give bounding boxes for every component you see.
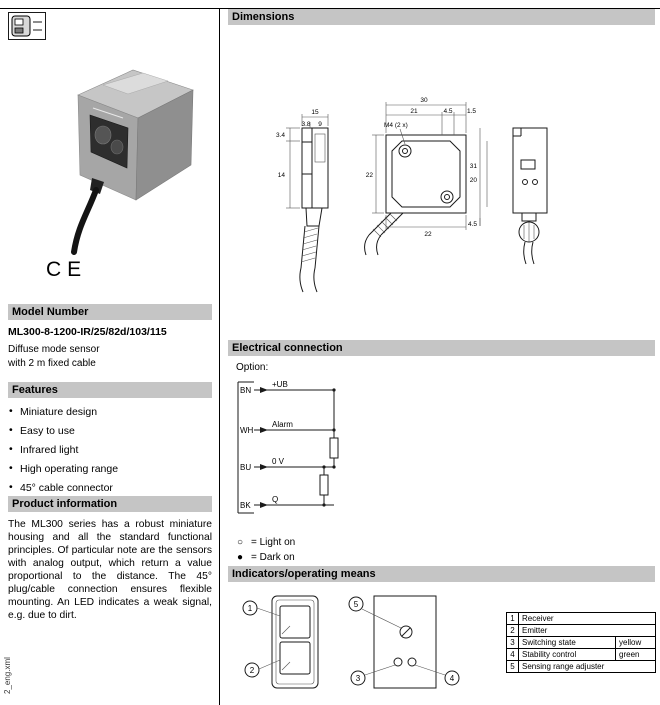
model-number-value: ML300-8-1200-IR/25/82d/103/115	[8, 326, 167, 338]
product-photo	[71, 69, 194, 255]
dim-label: 14	[278, 172, 286, 179]
table-cell-value: green	[615, 648, 656, 661]
table-cell-label: Receiver	[518, 612, 656, 625]
wire-bn: BN +UB	[240, 380, 334, 395]
load-resistors	[319, 388, 339, 507]
table-cell-num: 5	[506, 660, 519, 673]
table-cell-num: 1	[506, 612, 519, 625]
ce-mark: CE	[46, 258, 88, 281]
legend-dark-on: ● = Dark on	[237, 550, 295, 565]
callout-1: 1	[248, 604, 253, 613]
switching-legend: ○ = Light on ● = Dark on	[237, 535, 295, 565]
dim-label: 1.5	[467, 108, 476, 115]
wire-bu: BU 0 V	[240, 457, 334, 472]
feature-item: High operating range	[8, 462, 212, 475]
table-cell-label: Stability control	[518, 648, 616, 661]
lens-face-drawing	[271, 595, 319, 689]
callout-2: 2	[250, 666, 255, 675]
dim-label: 3.4	[276, 132, 285, 139]
dim-label: 22	[366, 172, 374, 179]
side-view: 15 3.8 9 3.4 14	[276, 109, 329, 293]
dim-label: 15	[311, 109, 319, 116]
callout-5: 5	[354, 600, 359, 609]
feature-item: 45° cable connector	[8, 481, 212, 494]
callout-2-circle	[244, 662, 260, 678]
wire-label: Alarm	[272, 420, 293, 429]
model-number-header: Model Number	[8, 304, 212, 320]
electrical-connection-header: Electrical connection	[228, 340, 655, 356]
dim-label: 22	[424, 231, 432, 238]
dim-label: 4.5	[443, 108, 452, 115]
callout-4-circle	[444, 670, 460, 686]
electrical-option-label: Option:	[236, 362, 269, 373]
height-dims: 31 20 4.5	[468, 128, 488, 228]
light-on-icon: ○	[237, 537, 244, 548]
table-row: 1 Receiver	[506, 612, 656, 625]
model-description-2: with 2 m fixed cable	[8, 358, 96, 369]
top-rule	[0, 8, 660, 9]
dim-label: 4.5	[468, 221, 477, 228]
feature-item: Infrared light	[8, 443, 212, 456]
feature-item: Miniature design	[8, 405, 212, 418]
product-information-header: Product information	[8, 496, 212, 512]
legend-light-on: ○ = Light on	[237, 535, 295, 550]
table-row: 3 Switching state yellow	[506, 636, 656, 649]
indicators-header: Indicators/operating means	[228, 566, 655, 582]
indicator-table: 1 Receiver 2 Emitter 3 Switching state y…	[506, 612, 656, 673]
table-row: 2 Emitter	[506, 624, 656, 637]
table-cell-value: yellow	[615, 636, 656, 649]
callout-3-circle	[350, 670, 366, 686]
wire-abbr: WH	[240, 426, 254, 435]
wire-bk: BK Q	[240, 495, 334, 510]
features-list: Miniature design Easy to use Infrared li…	[8, 405, 212, 501]
table-cell-label: Sensing range adjuster	[518, 660, 656, 673]
wire-label: Q	[272, 495, 278, 504]
front-view: 30 21 4.5 1.5 M4 (2 x) 22 22	[364, 97, 476, 256]
dim-label: 9	[318, 121, 322, 128]
document-side-label: 2_eng.xml	[3, 657, 12, 694]
indicator-face-drawing	[373, 595, 437, 689]
table-row: 4 Stability control green	[506, 648, 656, 661]
wire-label: +UB	[272, 380, 288, 389]
table-cell-num: 2	[506, 624, 519, 637]
feature-item: Easy to use	[8, 424, 212, 437]
table-cell-num: 3	[506, 636, 519, 649]
table-cell-label: Switching state	[518, 636, 616, 649]
wire-label: 0 V	[272, 457, 285, 466]
wire-abbr: BN	[240, 386, 251, 395]
dimensions-drawing: 15 3.8 9 3.4 14 30 21 4.5	[276, 97, 548, 293]
electrical-circuit-diagram: BN +UB WH Alarm BU 0 V BK Q	[237, 380, 339, 514]
table-cell-num: 4	[506, 648, 519, 661]
dim-label: 31	[470, 163, 478, 170]
dim-label: 30	[420, 97, 428, 104]
column-divider	[219, 8, 220, 705]
legend-text: = Dark on	[251, 552, 295, 563]
dark-on-icon: ●	[237, 552, 244, 563]
indicators-drawing: 1 2 5 3 4	[242, 595, 460, 689]
table-cell-label: Emitter	[518, 624, 656, 637]
features-header: Features	[8, 382, 212, 398]
table-row: 5 Sensing range adjuster	[506, 660, 656, 673]
model-description-1: Diffuse mode sensor	[8, 344, 100, 355]
callout-3: 3	[356, 674, 361, 683]
callout-5-circle	[348, 596, 364, 612]
sensor-logo-icon	[8, 12, 46, 40]
dim-label: 21	[410, 108, 418, 115]
dim-label: 3.8	[301, 121, 310, 128]
wire-abbr: BU	[240, 463, 251, 472]
product-information-text: The ML300 series has a robust miniature …	[8, 519, 212, 621]
dim-label: 20	[470, 177, 478, 184]
right-view	[512, 127, 548, 265]
legend-text: = Light on	[251, 537, 296, 548]
dim-label: M4 (2 x)	[384, 122, 408, 129]
wire-abbr: BK	[240, 501, 251, 510]
callout-4: 4	[450, 674, 455, 683]
wire-wh: WH Alarm	[240, 420, 334, 435]
dimensions-header: Dimensions	[228, 9, 655, 25]
